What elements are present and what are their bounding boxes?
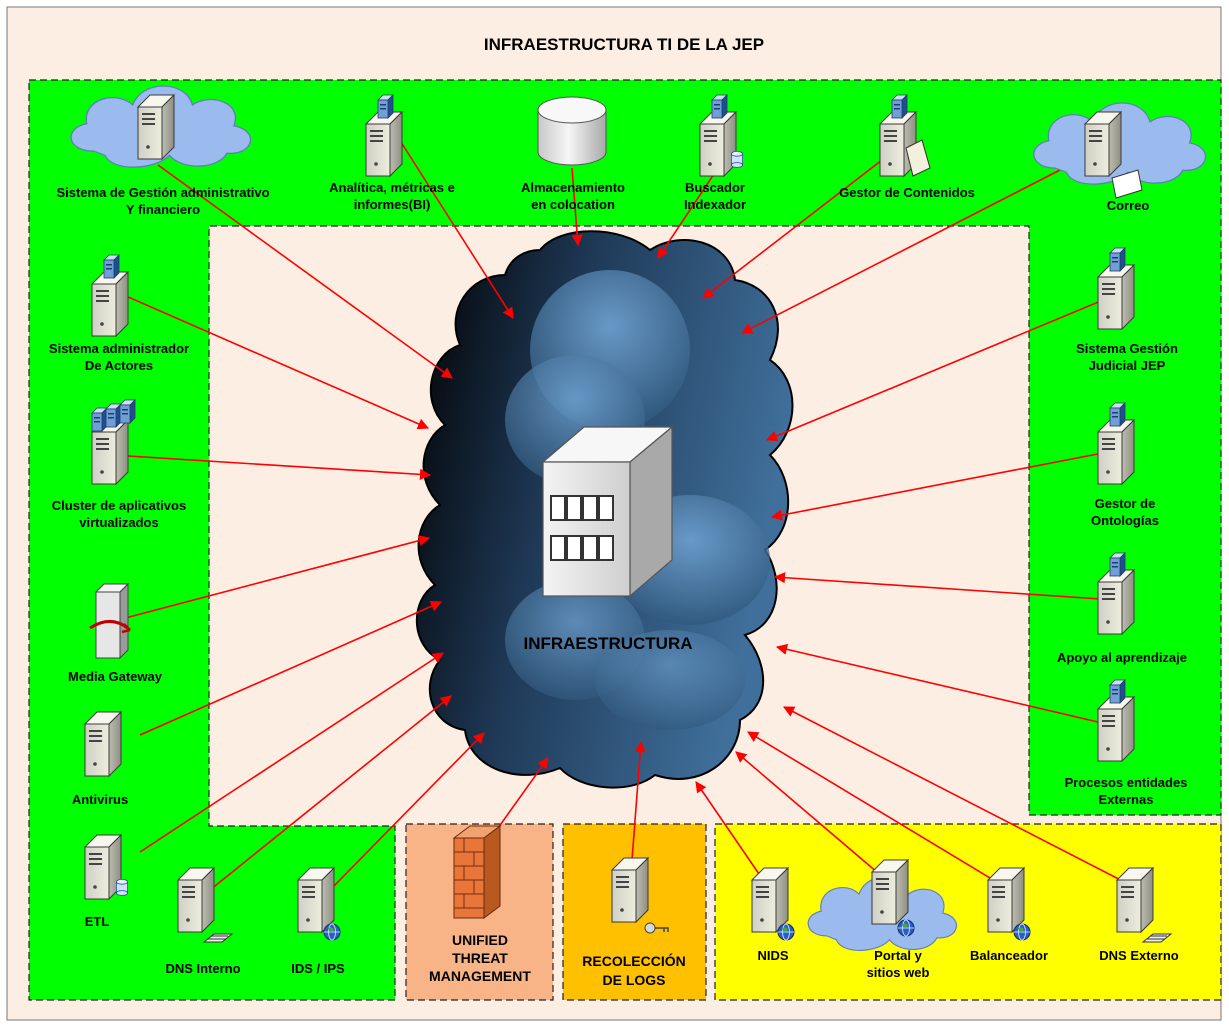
node-label-cluster: Cluster de aplicativos virtualizados <box>52 498 186 530</box>
node-label-utm: UNIFIED THREAT MANAGEMENT <box>429 932 531 984</box>
node-label-av: Antivirus <box>72 792 128 807</box>
arrow-logs <box>631 740 646 861</box>
node-mail-icon <box>1033 102 1207 199</box>
node-label-nids: NIDS <box>757 948 788 963</box>
node-label-line: THREAT <box>452 950 508 966</box>
node-label-line: Sistema administrador <box>49 341 189 356</box>
node-label-line: RECOLECCIÓN <box>582 952 685 969</box>
node-label-line: Buscador <box>685 180 745 195</box>
node-label-line: Indexador <box>684 197 746 212</box>
node-label-line: Antivirus <box>72 792 128 807</box>
arrow-search <box>657 167 719 259</box>
node-media-icon <box>89 582 131 660</box>
node-label-ids: IDS / IPS <box>291 961 345 976</box>
arrow-sga <box>157 164 453 379</box>
arrow-ids <box>329 732 485 891</box>
node-label-line: Gestor de <box>1095 496 1156 511</box>
node-label-line: Sistema de Gestión administrativo <box>56 185 269 200</box>
node-label-cms: Gestor de Contenidos <box>839 185 975 200</box>
node-label-line: Externas <box>1099 792 1154 807</box>
arrow-bi <box>391 127 514 319</box>
node-label-line: DNS Interno <box>165 961 240 976</box>
arrow-av <box>139 600 443 736</box>
arrow-ext <box>775 643 1116 727</box>
node-labels: Sistema de Gestión administrativo Y finan… <box>49 180 1187 988</box>
node-label-line: NIDS <box>757 948 788 963</box>
node-label-line: De Actores <box>85 358 153 373</box>
arrow-cluster <box>111 454 432 480</box>
diagram-title: INFRAESTRUCTURA TI DE LA JEP <box>484 35 764 54</box>
node-label-line: UNIFIED <box>452 932 508 948</box>
node-label-onto: Gestor de Ontologías <box>1091 496 1159 528</box>
node-label-line: informes(BI) <box>354 197 431 212</box>
node-lb-icon <box>987 867 1031 941</box>
node-label-line: Gestor de Contenidos <box>839 185 975 200</box>
node-label-mail: Correo <box>1107 198 1150 213</box>
node-av-icon <box>84 711 122 777</box>
node-label-media: Media Gateway <box>68 669 163 684</box>
arrow-learn <box>773 572 1116 601</box>
node-label-storage: Almacenamiento en colocation <box>521 180 625 212</box>
node-label-line: DNS Externo <box>1099 948 1179 963</box>
node-label-line: DE LOGS <box>602 972 665 988</box>
arrow-etl <box>139 652 444 853</box>
node-cms-icon <box>879 94 931 177</box>
node-label-line: Analítica, métricas e <box>329 180 455 195</box>
arrow-judicial <box>765 297 1109 442</box>
arrow-actors <box>111 289 430 430</box>
node-logs-icon <box>611 857 669 934</box>
arrow-lb <box>747 731 1011 891</box>
node-label-line: Ontologías <box>1091 513 1159 528</box>
node-utm-icon <box>452 825 502 919</box>
node-label-sga: Sistema de Gestión administrativo Y finan… <box>56 185 269 217</box>
node-label-line: Y financiero <box>126 202 200 217</box>
node-label-line: Balanceador <box>970 948 1048 963</box>
arrow-cms <box>702 149 896 299</box>
node-label-line: Apoyo al aprendizaje <box>1057 650 1187 665</box>
node-label-line: virtualizados <box>79 515 158 530</box>
arrow-media <box>109 535 431 623</box>
node-label-line: Correo <box>1107 198 1150 213</box>
node-label-line: MANAGEMENT <box>429 968 531 984</box>
node-label-etl: ETL <box>85 914 110 929</box>
node-label-line: IDS / IPS <box>291 961 345 976</box>
node-label-dnsint: DNS Interno <box>165 961 240 976</box>
node-label-line: en colocation <box>531 197 615 212</box>
arrow-storage <box>571 167 583 247</box>
node-label-line: Cluster de aplicativos <box>52 498 186 513</box>
node-label-line: Media Gateway <box>68 669 163 684</box>
arrow-nids <box>695 781 771 891</box>
arrow-dnsext <box>783 706 1141 891</box>
node-label-bi: Analítica, métricas e informes(BI) <box>329 180 455 212</box>
node-label-line: Sistema Gestión <box>1076 341 1178 356</box>
node-ids-icon <box>297 867 341 941</box>
arrow-onto <box>770 451 1109 521</box>
building-icon <box>541 425 674 598</box>
connection-arrows <box>109 127 1141 891</box>
node-label-actors: Sistema administrador De Actores <box>49 341 189 373</box>
node-label-line: Almacenamiento <box>521 180 625 195</box>
node-label-line: sitios web <box>867 965 930 980</box>
node-label-logs: RECOLECCIÓN DE LOGS <box>582 952 685 988</box>
center-label: INFRAESTRUCTURA <box>523 634 692 653</box>
arrow-dnsint <box>209 695 452 891</box>
node-label-line: ETL <box>85 914 110 929</box>
node-label-line: Portal y <box>874 948 922 963</box>
node-label-learn: Apoyo al aprendizaje <box>1057 650 1187 665</box>
node-etl-icon <box>84 834 128 900</box>
node-label-dnsext: DNS Externo <box>1099 948 1179 963</box>
node-storage-icon <box>537 96 607 166</box>
arrow-mail <box>741 169 1061 334</box>
node-label-line: Procesos entidades <box>1065 775 1188 790</box>
node-label-portal: Portal y sitios web <box>867 948 930 980</box>
node-label-lb: Balanceador <box>970 948 1048 963</box>
node-label-line: Judicial JEP <box>1089 358 1166 373</box>
node-nids-icon <box>751 867 795 941</box>
arrow-portal <box>735 751 899 891</box>
